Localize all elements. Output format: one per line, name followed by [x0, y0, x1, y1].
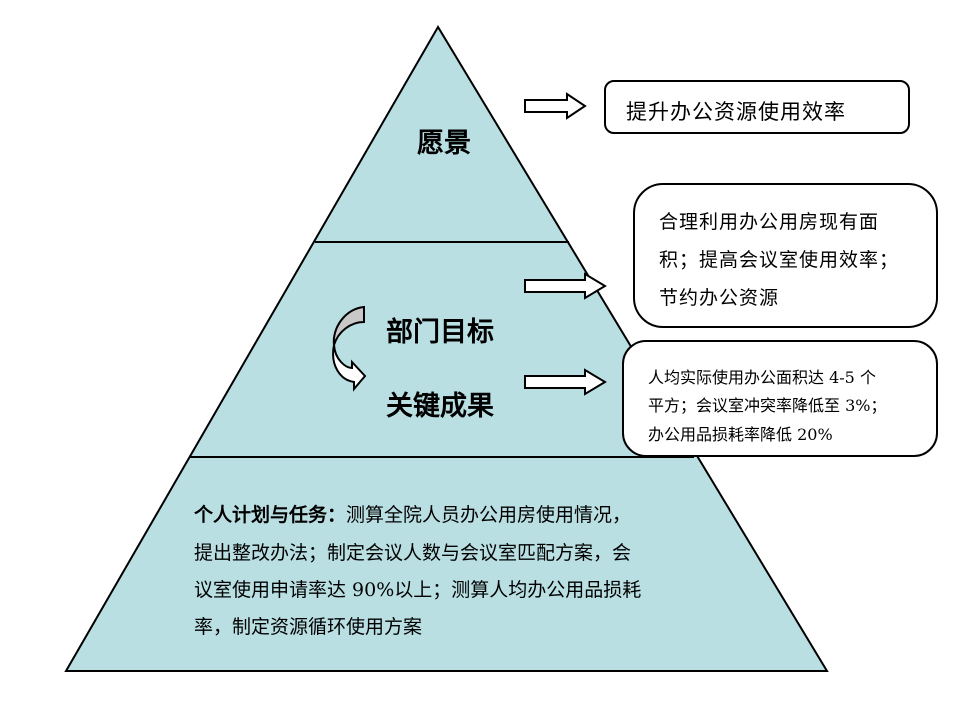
results-line: 平方；会议室冲突率降低至 3%；: [648, 396, 887, 415]
plan-line: 率，制定资源循环使用方案: [194, 616, 423, 638]
personal-plan-heading: 个人计划与任务：: [194, 504, 347, 526]
results-line: 办公用品损耗率降低 20%: [648, 425, 833, 444]
results-line: 人均实际使用办公面积达 4-5 个: [648, 368, 876, 387]
arrow-right-icon: [524, 368, 607, 396]
results-callout: 人均实际使用办公面积达 4-5 个 平方；会议室冲突率降低至 3%； 办公用品损…: [622, 340, 938, 457]
goals-callout: 合理利用办公用房现有面 积；提高会议室使用效率； 节约办公资源: [633, 183, 938, 328]
vision-callout: 提升办公资源使用效率: [604, 80, 910, 134]
curved-arrow-icon: [332, 305, 367, 392]
vision-label: 愿景: [417, 128, 471, 159]
vision-callout-text: 提升办公资源使用效率: [626, 100, 846, 124]
arrow-right-icon: [524, 272, 607, 300]
department-goals-label: 部门目标: [386, 317, 494, 348]
plan-line: 提出整改办法；制定会议人数与会议室匹配方案，会: [194, 542, 632, 564]
goals-line: 合理利用办公用房现有面: [659, 211, 880, 233]
goals-line: 节约办公资源: [659, 287, 780, 309]
goals-line: 积；提高会议室使用效率；: [659, 249, 900, 271]
plan-line: 议室使用申请率达 90%以上；测算人均办公用品损耗: [194, 579, 642, 601]
plan-line: 测算全院人员办公用房使用情况，: [346, 504, 632, 526]
arrow-right-icon: [524, 92, 587, 120]
key-results-label: 关键成果: [386, 391, 494, 422]
